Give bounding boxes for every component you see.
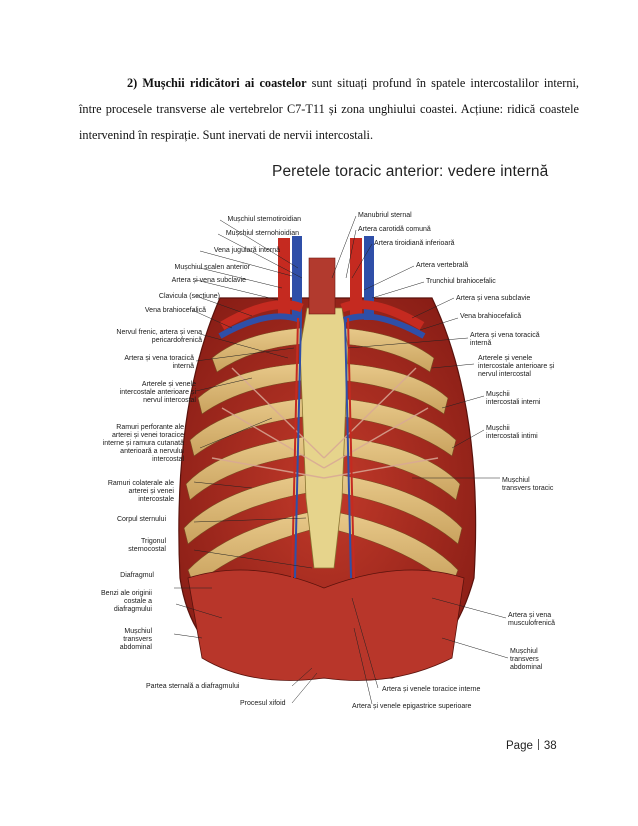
- page-number: 38: [543, 740, 557, 752]
- leader-lines: [173, 215, 509, 705]
- label-internal-intercostals: Mușchii intercostali interni: [486, 391, 541, 406]
- label-superior-epigastric: Artera și venele epigastrice superioare: [352, 703, 472, 710]
- label-anterior-intercostal-left: Arterele și venele intercostale anterioa…: [119, 381, 196, 404]
- label-scalene-anterior: Mușchiul scalen anterior: [174, 264, 250, 271]
- diaphragm: [187, 569, 465, 681]
- label-subclavian-artery-vein-left: Artera și vena subclavie: [171, 277, 246, 284]
- label-musculophrenic: Artera și vena musculofrenică: [508, 612, 556, 627]
- sternum: [299, 307, 349, 569]
- internal-thoracic-vessels: [291, 317, 355, 579]
- label-diaphragm: Diafragmul: [120, 572, 154, 579]
- label-costal-bands: Benzi ale originii costale a diafragmulu…: [101, 590, 152, 613]
- label-common-carotid: Artera carotidă comună: [358, 226, 431, 233]
- label-brachiocephalic-vein-right: Vena brahiocefalică: [460, 313, 522, 320]
- page-label: Page: [506, 740, 533, 752]
- label-brachiocephalic-vein-left: Vena brahiocefalică: [144, 307, 206, 314]
- label-internal-thoracic-left: Artera și vena toracică internă: [124, 355, 194, 370]
- label-body-of-sternum: Corpul sternului: [116, 516, 166, 523]
- label-brachiocephalic-trunk: Trunchiul brahiocefalic: [426, 278, 496, 285]
- label-internal-jugular-vein: Vena jugulară internă: [213, 247, 280, 254]
- thoracic-wall-illustration: [173, 215, 509, 705]
- label-collateral-branches: Ramuri colaterale ale arterei și venei i…: [107, 480, 174, 503]
- label-transversus-thoracis: Mușchiul transvers toracic: [502, 477, 554, 492]
- figure-title: Peretele toracic anterior: vedere intern…: [272, 163, 549, 180]
- neck-vessels: [218, 236, 426, 339]
- label-transversus-abdominis-left: Mușchiul transvers abdominal: [119, 628, 152, 651]
- page-footer: Page 38: [506, 739, 557, 752]
- paragraph-text: sunt situați profund în spatele intercos…: [79, 76, 579, 142]
- label-sternocostal-trigone: Trigonul sternocostal: [128, 538, 166, 553]
- paragraph-heading: 2) Mușchii ridicători ai coastelor: [127, 76, 307, 90]
- footer-separator: [537, 739, 539, 750]
- body-paragraph: 2) Mușchii ridicători ai coastelor sunt …: [79, 70, 579, 148]
- label-manubrium: Manubriul sternal: [358, 212, 412, 219]
- label-inferior-thyroid: Artera tiroidiană inferioară: [374, 240, 455, 247]
- label-internal-thoracic-veins: Artera și venele toracice interne: [382, 686, 481, 693]
- label-sternal-part-diaphragm: Partea sternală a diafragmului: [146, 683, 240, 690]
- label-perforating-branches: Ramuri perforante ale arterei și venei t…: [102, 424, 184, 463]
- label-phrenic-nerve: Nervul frenic, artera și vena pericardof…: [116, 329, 202, 344]
- label-anterior-intercostal-right: Arterele și venele intercostale anterioa…: [478, 355, 555, 378]
- label-sternohyoid: Mușchiul sternohioidian: [225, 230, 299, 237]
- label-vertebral-artery: Artera vertebrală: [416, 262, 469, 269]
- label-xiphoid-process: Procesul xifoid: [240, 700, 286, 707]
- transversus-thoracis: [211, 367, 439, 479]
- label-clavicle: Clavicula (secțiune): [158, 293, 220, 300]
- label-internal-thoracic-right: Artera și vena toracică internă: [470, 332, 540, 347]
- label-subclavian-artery-vein-right: Artera și vena subclavie: [456, 295, 531, 302]
- ribs-right: [333, 327, 463, 587]
- label-transversus-abdominis-right: Mușchiul transvers abdominal: [510, 648, 543, 671]
- label-innermost-intercostals: Mușchii intercostali intimi: [486, 425, 538, 440]
- label-sternothyroid: Mușchiul sternotiroidian: [227, 216, 301, 223]
